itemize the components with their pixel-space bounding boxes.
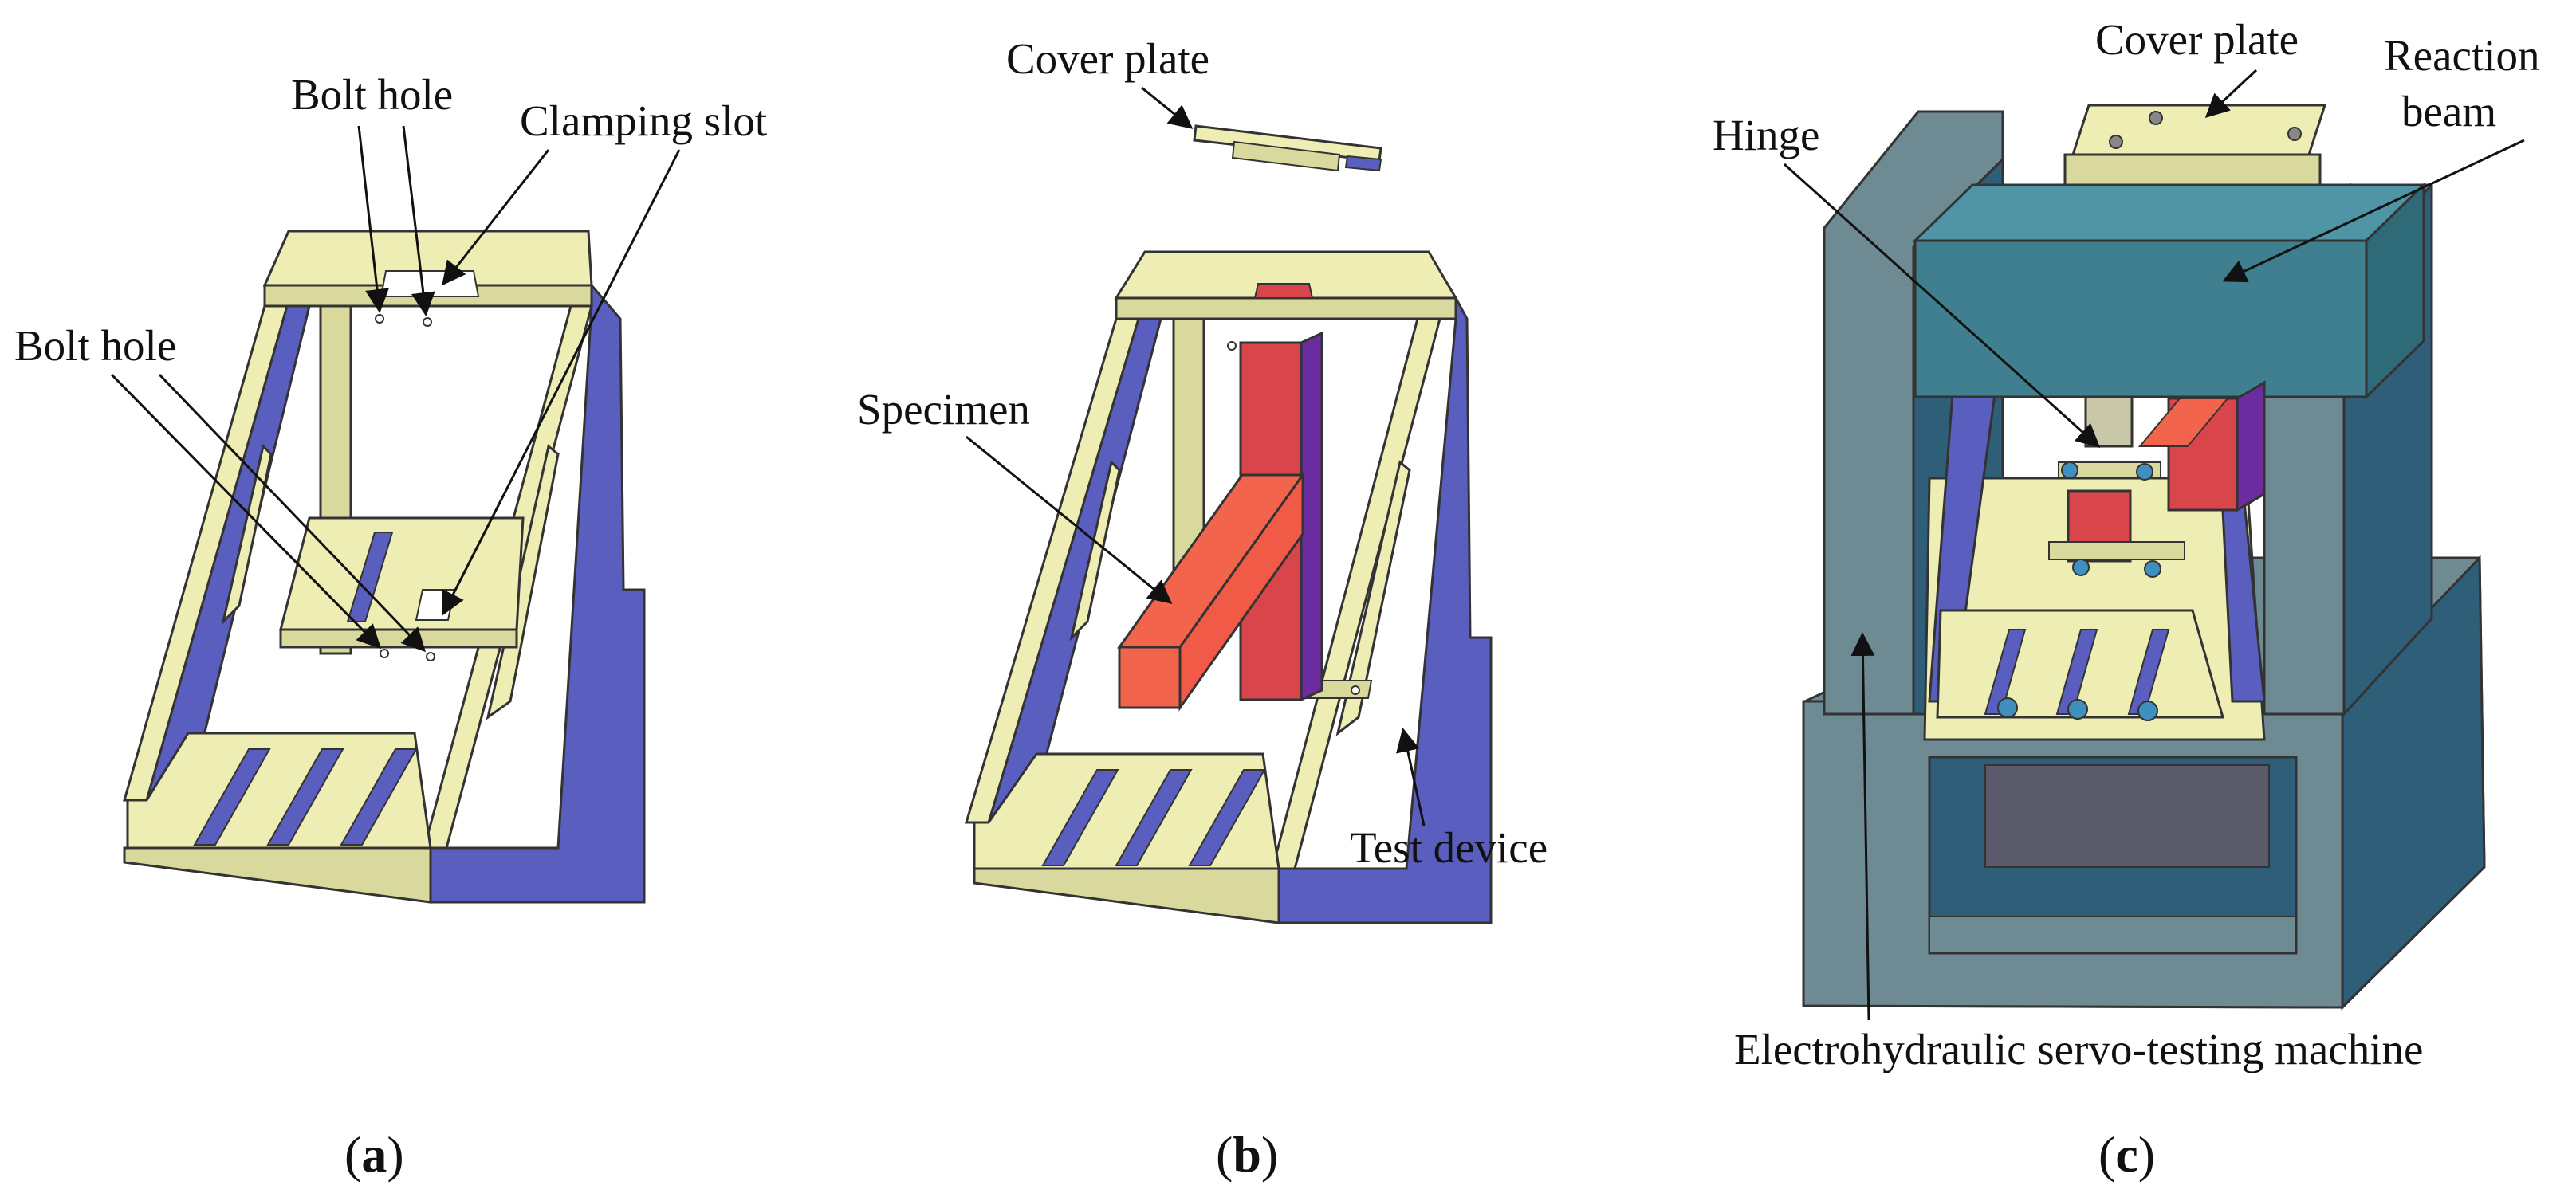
arrow-clamping-slot-top xyxy=(442,149,550,286)
arrow-specimen-b xyxy=(966,435,1173,604)
bolt-head xyxy=(2137,701,2158,721)
arrow-hinge xyxy=(1783,163,2101,449)
label-cover-plate-c: Cover plate xyxy=(2095,15,2299,64)
arrow-cover-plate-b xyxy=(1141,86,1194,129)
bolt-head xyxy=(2067,699,2088,720)
label-machine: Electrohydraulic servo-testing machine xyxy=(1734,1025,2423,1073)
caption-a: (a) xyxy=(344,1126,404,1183)
label-bolt-hole-left: Bolt hole xyxy=(14,321,176,370)
test-device-frame-b xyxy=(964,250,1493,924)
caption-b: (b) xyxy=(1216,1126,1278,1183)
specimen-b xyxy=(1117,283,1323,712)
arrow-bolt-hole-left-1 xyxy=(110,373,382,650)
arrow-bolt-hole-top-1 xyxy=(357,125,389,313)
label-cover-plate-b: Cover plate xyxy=(1006,34,1209,83)
reaction-beam xyxy=(1912,182,2427,400)
label-specimen-b: Specimen xyxy=(857,385,1030,434)
label-bolt-hole-top: Bolt hole xyxy=(291,70,453,119)
arrow-bolt-hole-left-2 xyxy=(158,373,427,653)
caption-c: (c) xyxy=(2098,1126,2155,1183)
arrow-reaction-beam xyxy=(2222,139,2525,283)
panel-a: Bolt hole Clamping slot Bolt hole (a) xyxy=(14,70,767,1183)
bolt-head xyxy=(1997,697,2018,718)
label-reaction-beam-line2: beam xyxy=(2401,87,2496,135)
cover-plate-b xyxy=(1193,124,1382,172)
label-reaction-beam-line1: Reaction xyxy=(2384,31,2539,80)
arrow-cover-plate-c xyxy=(2204,69,2258,119)
label-hinge: Hinge xyxy=(1713,111,1819,159)
label-clamping-slot: Clamping slot xyxy=(520,96,767,145)
test-device-frame-a xyxy=(123,230,646,904)
arrow-test-device-b xyxy=(1396,728,1426,826)
cover-plate-c xyxy=(2063,104,2327,186)
panel-c: Cover plate Reaction beam Hinge Electroh… xyxy=(1713,15,2539,1183)
label-test-device-b: Test device xyxy=(1350,823,1548,872)
arrow-bolt-hole-top-2 xyxy=(402,125,435,316)
arrow-clamping-slot-mid xyxy=(442,149,681,616)
panel-b: Cover plate Specimen Test device (b) xyxy=(857,34,1548,1183)
arrow-machine xyxy=(1850,632,1875,1021)
